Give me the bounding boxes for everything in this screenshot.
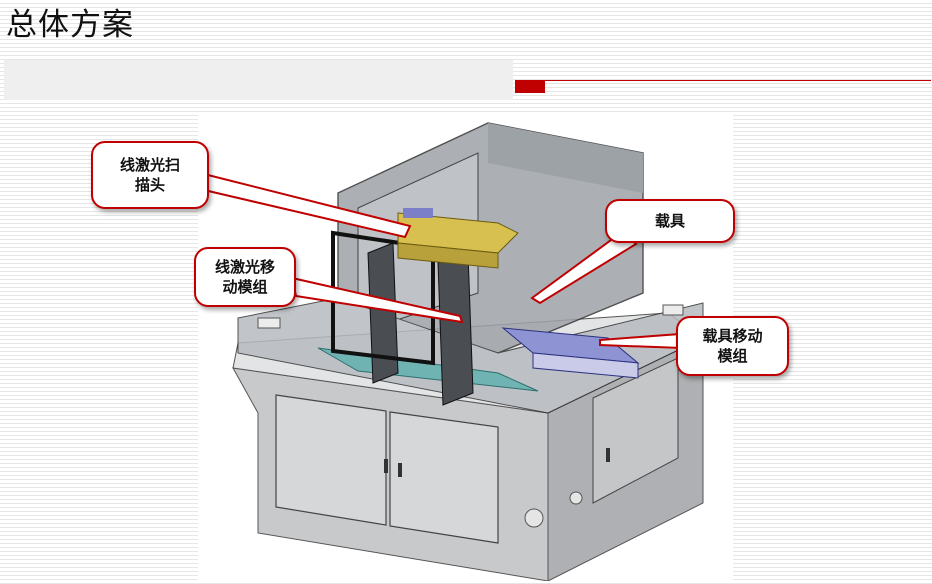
left-frame xyxy=(367,242,399,384)
slide-title: 总体方案 xyxy=(6,7,134,43)
machine-illustration xyxy=(198,113,733,581)
title-accent-block xyxy=(515,81,545,93)
scan-head-model xyxy=(397,208,519,269)
callout-scan-head: 线激光扫 描头 xyxy=(91,141,209,209)
callout-carrier-move-module: 载具移动 模组 xyxy=(676,316,789,376)
callout-carrier: 载具 xyxy=(605,199,735,243)
right-frame xyxy=(437,252,474,406)
title-band xyxy=(4,60,513,100)
callout-move-module: 线激光移 动模组 xyxy=(194,247,296,307)
title-rule xyxy=(515,80,931,81)
carrier-rail-model xyxy=(501,327,640,379)
